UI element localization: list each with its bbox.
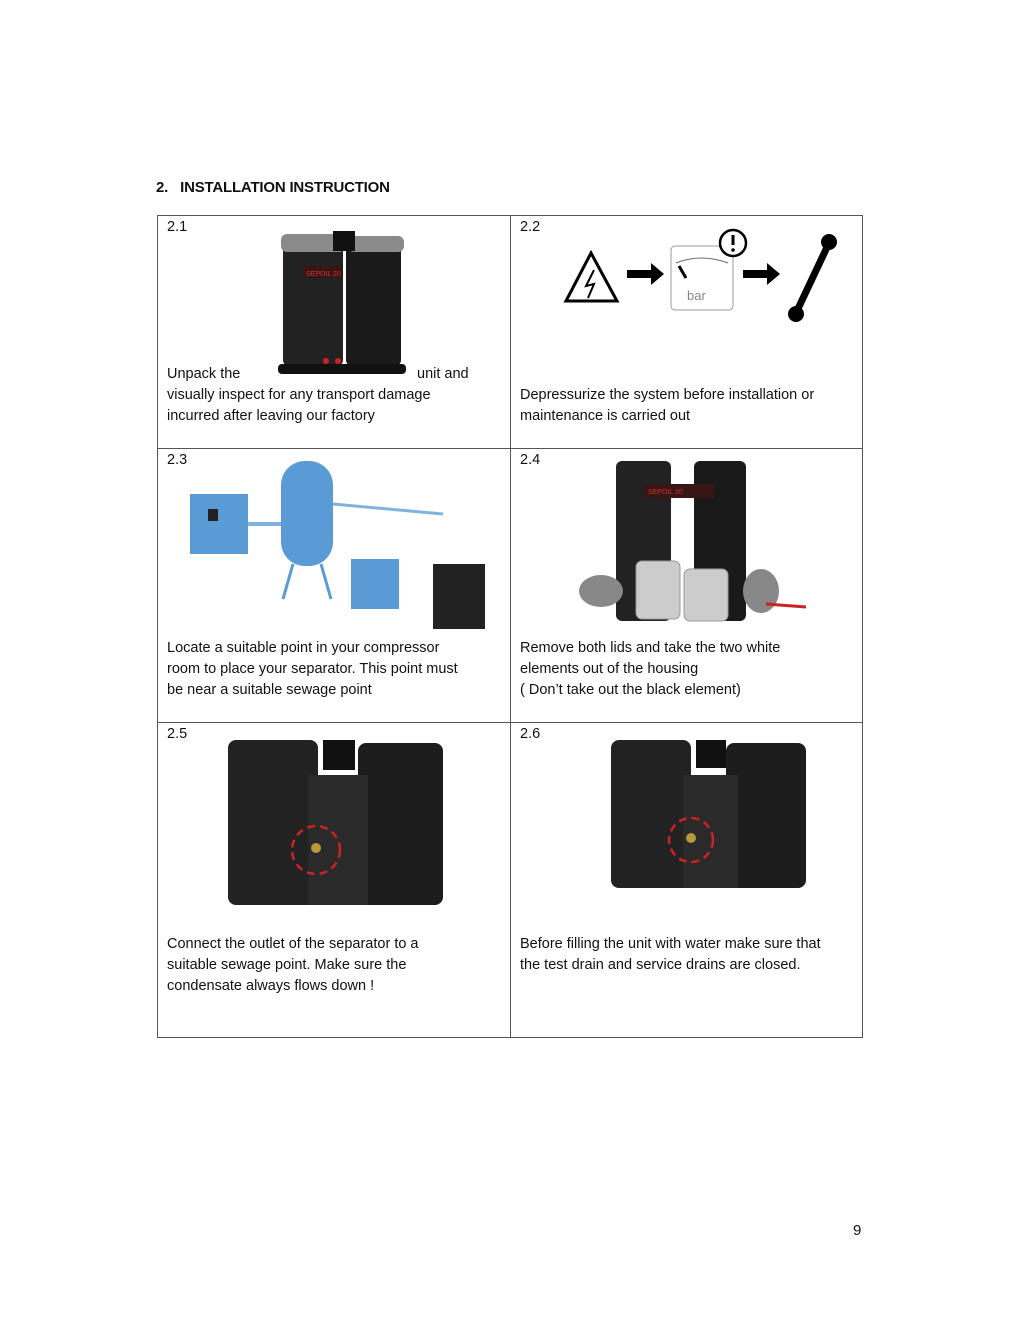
text-before: Unpack the [167,366,241,382]
separator-unit-image: SEPOIL 20 [278,231,406,374]
drain-closeup-image [611,740,806,888]
step-text: Unpack the unit and visually inspect for … [167,364,502,427]
step-number: 2.2 [520,219,541,235]
step-2-2: 2.2 bar Depressurize the system before i… [511,216,863,449]
svg-text:bar: bar [687,288,706,303]
wrench-icon [792,241,833,315]
depressurize-diagram: bar [563,228,837,322]
text-after: unit and [417,366,469,382]
text-line: maintenance is carried out [520,408,691,424]
gauge-icon [670,245,734,311]
svg-text:SEPOIL 20: SEPOIL 20 [306,271,341,278]
arrow-icon [743,263,780,285]
text-line: the test drain and service drains are cl… [520,957,801,973]
arrow-icon [627,263,664,285]
text-line: condensate always flows down ! [167,978,375,994]
text-line: be near a suitable sewage point [167,682,372,698]
warning-icon [563,249,620,303]
text-line: ( Don’t take out the black element) [520,682,741,698]
highlight-circle [667,816,715,864]
step-text: Remove both lids and take the two white … [520,638,855,701]
section-title: INSTALLATION INSTRUCTION [180,179,390,196]
text-line: visually inspect for any transport damag… [167,387,431,403]
step-number: 2.1 [167,219,188,235]
section-number: 2. [156,179,169,196]
step-number: 2.4 [520,452,541,468]
step-text: Locate a suitable point in your compress… [167,638,502,701]
step-2-1: 2.1 SEPOIL 20 Unpack the unit and visuall… [158,216,511,449]
text-line: Remove both lids and take the two white [520,640,781,656]
highlight-circle [290,824,342,876]
compressor-room-image [190,461,485,629]
text-line: elements out of the housing [520,661,699,677]
step-number: 2.3 [167,452,188,468]
step-text: Before filling the unit with water make … [520,934,855,976]
step-text: Depressurize the system before installat… [520,385,855,427]
text-line: Before filling the unit with water make … [520,936,821,952]
text-line: Locate a suitable point in your compress… [167,640,440,656]
step-number: 2.6 [520,726,541,742]
step-2-4: 2.4 SEPOIL 20 Remove both lids and take … [511,449,863,723]
step-2-3: 2.3 Locate a suitable point in your comp… [158,449,511,723]
section-heading: 2. INSTALLATION INSTRUCTION [156,179,402,196]
page-number: 9 [853,1222,862,1239]
text-line: suitable sewage point. Make sure the [167,957,407,973]
svg-text:SEPOIL 20: SEPOIL 20 [648,489,683,496]
instruction-table: 2.1 SEPOIL 20 Unpack the unit and visuall… [157,215,863,1038]
text-line: Connect the outlet of the separator to a [167,936,419,952]
text-line: Depressurize the system before installat… [520,387,815,403]
outlet-closeup-image [228,740,443,905]
step-2-5: 2.5 Connect the outlet of the separator … [158,723,511,1038]
step-number: 2.5 [167,726,188,742]
open-unit-image: SEPOIL 20 [579,461,807,622]
text-line: incurred after leaving our factory [167,408,375,424]
step-text: Connect the outlet of the separator to a… [167,934,502,997]
text-line: room to place your separator. This point… [167,661,458,677]
step-2-6: 2.6 Before filling the unit with water m… [511,723,863,1038]
